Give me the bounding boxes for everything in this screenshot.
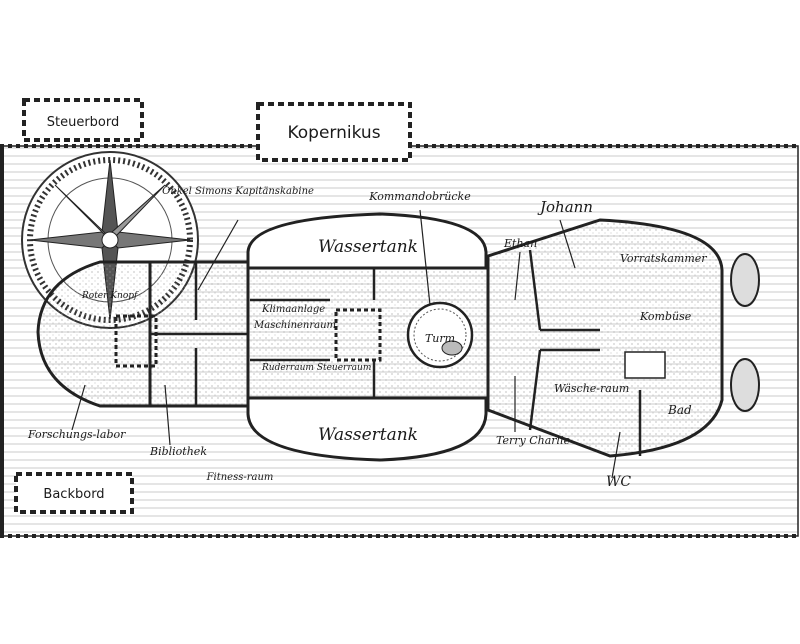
galley-table xyxy=(624,351,666,379)
port-label: Backbord xyxy=(43,487,104,502)
label-bath: Bad xyxy=(667,403,692,417)
label-laundry: Wäsche-raum xyxy=(554,382,629,395)
starboard-label-box: Steuerbord xyxy=(22,98,144,142)
label-galley: Kombüse xyxy=(639,310,692,323)
title-box: Kopernikus xyxy=(256,102,412,162)
label-bridge: Kommandobrücke xyxy=(368,190,471,203)
label-ethan: Ethan xyxy=(503,237,537,250)
label-wc: WC xyxy=(606,474,631,490)
pointer-arrows xyxy=(71,209,621,479)
label-red-button: Roter Knopf xyxy=(81,291,139,301)
ship-title: Kopernikus xyxy=(287,123,380,143)
label-johann: Johann xyxy=(537,198,593,216)
label-water-tank-bottom: Wassertank xyxy=(318,425,418,445)
tower xyxy=(406,301,474,369)
label-pantry: Vorratskammer xyxy=(620,252,707,265)
label-tower: Turm xyxy=(425,332,455,345)
corridor-markers xyxy=(114,308,382,368)
interior-walls xyxy=(150,249,642,456)
label-engine-room: Maschinenraum xyxy=(253,320,336,331)
label-library: Bibliothek xyxy=(149,445,207,458)
label-fitness: Fitness-raum xyxy=(206,472,274,483)
port-label-box: Backbord xyxy=(14,472,134,514)
label-climate: Klimaanlage xyxy=(261,304,325,315)
label-captain-cabin: Onkel Simons Kapitänskabine xyxy=(162,186,314,197)
label-water-tank-top: Wassertank xyxy=(318,237,418,257)
label-research-lab: Forschungs-labor xyxy=(27,428,126,441)
starboard-label: Steuerbord xyxy=(47,115,120,130)
label-terry-charlie: Terry Charlie xyxy=(496,434,571,447)
label-rudder-room: Ruderraum Steuerraum xyxy=(261,363,371,373)
